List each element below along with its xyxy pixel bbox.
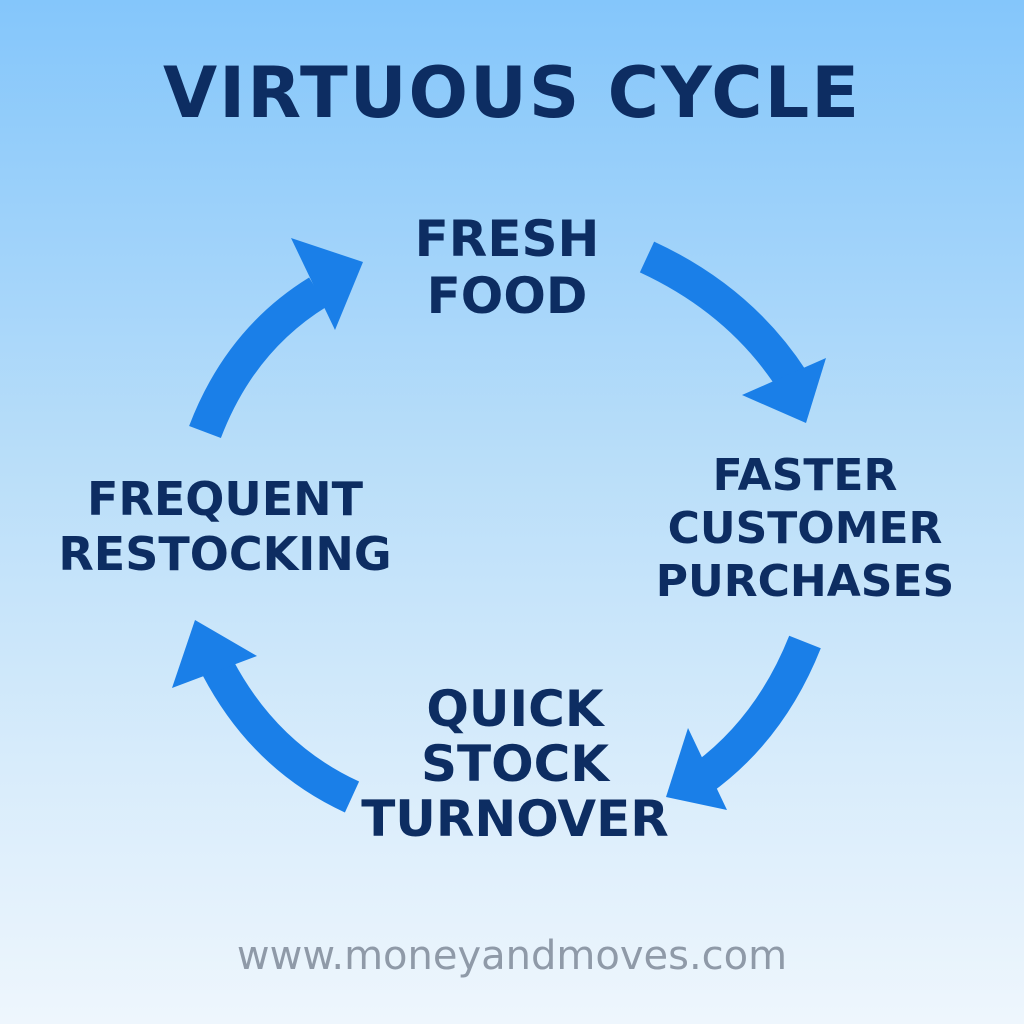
node-faster-customer-purchases: FASTER CUSTOMER PURCHASES (620, 450, 990, 608)
footer-website: www.moneyandmoves.com (236, 933, 788, 979)
arrow-top-left (189, 238, 363, 439)
node-faster-line1: FASTER (712, 450, 898, 501)
node-quick-line2: STOCK (420, 735, 610, 793)
node-faster-line2: CUSTOMER (667, 502, 943, 554)
node-fresh-food: FRESH FOOD (362, 211, 652, 325)
diagram-title: VIRTUOUS CYCLE (162, 52, 862, 134)
node-frequent-line2: RESTOCKING (58, 527, 392, 582)
node-quick-line3: TURNOVER (361, 790, 669, 848)
arrow-bottom-left (172, 620, 360, 813)
node-quick-line1: QUICK (426, 680, 604, 738)
node-quick-stock-turnover: QUICK STOCK TURNOVER (340, 682, 690, 847)
node-frequent-restocking: FREQUENT RESTOCKING (30, 472, 420, 582)
node-fresh-food-line2: FOOD (426, 267, 588, 325)
arrow-bottom-right (666, 635, 821, 810)
arrow-top-right (639, 241, 826, 423)
node-fresh-food-line1: FRESH (414, 210, 600, 268)
node-faster-line3: PURCHASES (655, 555, 955, 607)
node-frequent-line1: FREQUENT (86, 472, 364, 526)
